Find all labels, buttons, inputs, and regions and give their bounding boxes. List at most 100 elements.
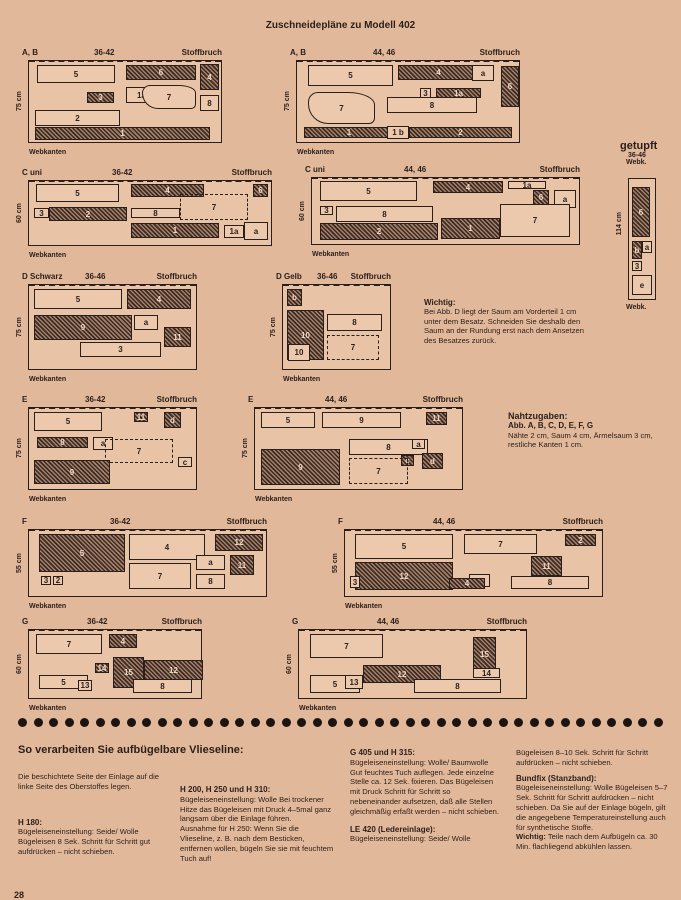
page-title: Zuschneidepläne zu Modell 402 [265, 20, 416, 31]
pattern-piece: 5 [36, 184, 119, 202]
pattern-piece: 1 [441, 218, 500, 239]
pattern-piece: 4 [129, 534, 205, 560]
pattern-piece: 9 [34, 460, 110, 484]
plan-fold-label: Stoffbruch [479, 48, 520, 57]
pattern-piece: a [93, 437, 113, 450]
pattern-piece: 5 [37, 65, 115, 83]
plan-fold-label: Stoffbruch [539, 165, 580, 174]
text-column-1: Die beschichtete Seite der Einlage auf d… [18, 772, 168, 857]
plan-selvedge-label: Webkanten [299, 705, 337, 712]
plan-fold-label: Stoffbruch [181, 48, 222, 57]
pattern-piece: 7 [308, 92, 375, 124]
wichtig-heading: Wichtig: [424, 298, 456, 307]
pattern-piece: 6 [533, 190, 549, 205]
pattern-piece: 1 b [387, 126, 409, 139]
pattern-piece: 4 [433, 181, 503, 193]
plan-selvedge-label: Webkanten [29, 252, 67, 259]
col2-text2: Ausnahme für H 250: Wenn Sie die Vliesel… [180, 824, 334, 863]
pattern-piece: 6 [253, 184, 268, 197]
plan-selvedge-label: Webkanten [297, 149, 335, 156]
plan-fabric-frame: 55 cm Webkanten57212a11348 [332, 529, 603, 610]
section-title: So verarbeiten Sie aufbügelbare Vlieseli… [18, 744, 244, 756]
plan-selvedge-label: Webkanten [312, 251, 350, 258]
pattern-piece: 2 [35, 110, 120, 126]
plan-fold-label: Stoffbruch [161, 617, 202, 626]
separator-dot [452, 718, 461, 727]
pattern-piece: 8 [196, 574, 225, 589]
pattern-piece: 14 [473, 668, 500, 678]
pattern-piece: 7 [142, 85, 196, 109]
separator-dot [312, 718, 322, 727]
plan-label: F [338, 517, 343, 526]
pattern-piece: 5 [261, 412, 315, 428]
col4-text1: Bügeleisen 8–10 Sek. Schritt für Schritt… [516, 748, 649, 767]
fold-edge-line [29, 629, 201, 631]
wichtig-text: Bei Abb. D liegt der Saum am Vorderteil … [424, 307, 584, 345]
plan-size: 44, 46 [433, 517, 456, 526]
pattern-piece: 7 [500, 204, 570, 237]
separator-dot [467, 718, 477, 727]
pattern-piece: 1 [304, 127, 394, 138]
pattern-piece: a [554, 190, 576, 208]
col3-heading: G 405 und H 315: [350, 748, 415, 757]
pattern-piece: 4 [449, 578, 485, 589]
pattern-piece: 4 [127, 289, 191, 309]
pattern-piece: 1 [35, 127, 210, 140]
pattern-piece: 1a [224, 225, 244, 238]
pattern-piece: 5 [34, 412, 102, 431]
plan-width-label: 55 cm [332, 553, 339, 573]
pattern-piece: 7 [327, 335, 379, 360]
plan-selvedge-label: Webkanten [345, 603, 383, 610]
pattern-piece: 9 [261, 449, 340, 485]
pattern-piece: 9 [322, 412, 401, 428]
plan-fold-label: Stoffbruch [156, 395, 197, 404]
pattern-piece: 3 [320, 206, 333, 215]
separator-dot [173, 718, 182, 727]
fold-edge-line [29, 180, 271, 182]
pattern-piece: 4 [131, 184, 204, 197]
wichtig-note: Wichtig: Bei Abb. D liegt der Saum am Vo… [424, 298, 589, 345]
cutting-plan: D Schwarz 36-46 Stoffbruch 75 cm Webkant… [16, 272, 197, 383]
getupft-size: 36-46 [628, 152, 646, 159]
getupft-bottom-label: Webk. [626, 304, 647, 311]
col3-text2: Bügeleiseneinstellung: Seide/ Wolle [350, 834, 471, 844]
col4-heading: Bundfix (Stanzband): [516, 773, 597, 783]
pattern-piece: 11 [426, 412, 447, 425]
plan-label: D Schwarz [22, 272, 63, 281]
plan-fabric-frame: 75 cm Webkanten5641a73821 [16, 60, 222, 156]
separator-dot [421, 718, 430, 727]
plan-label: A, B [22, 48, 38, 57]
text-column-4: Bügeleisen 8–10 Sek. Schritt für Schritt… [516, 748, 668, 852]
separator-dot [64, 718, 74, 727]
plan-size: 44, 46 [377, 617, 400, 626]
pattern-piece: 2 [320, 223, 438, 240]
pattern-piece: 1 [131, 223, 219, 238]
separator-dot [266, 718, 275, 727]
pattern-piece: 7 [464, 534, 537, 554]
plan-label: D Gelb [276, 272, 302, 281]
separator-dot [142, 718, 151, 727]
pattern-piece: 8 [336, 206, 433, 222]
plan-width-label: 75 cm [16, 317, 23, 337]
pattern-piece: 3 [34, 208, 49, 218]
separator-dot [157, 718, 167, 727]
plan-width-label: 75 cm [270, 317, 277, 337]
plan-size: 44, 46 [373, 48, 396, 57]
fold-edge-line [312, 177, 579, 179]
fold-edge-line [29, 284, 196, 286]
getupft-piece: 3 [632, 261, 642, 271]
separator-dot [529, 718, 539, 727]
pattern-piece: 8 [133, 679, 192, 693]
plan-size: 44, 46 [325, 395, 348, 404]
pattern-piece: 2 [565, 534, 596, 546]
pattern-piece: 11 [134, 412, 148, 422]
plan-width-label: 60 cm [286, 654, 293, 674]
plan-label: G [22, 617, 29, 626]
